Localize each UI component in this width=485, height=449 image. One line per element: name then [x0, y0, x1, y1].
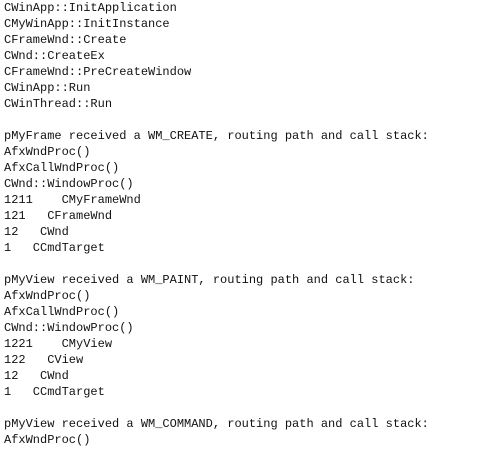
output-line: CWnd::CreateEx	[4, 49, 105, 63]
console-output: CWinApp::InitApplication CMyWinApp::Init…	[4, 0, 482, 448]
output-line: CMyWinApp::InitInstance	[4, 17, 170, 31]
output-line: CWnd::WindowProc()	[4, 177, 134, 191]
output-line: CWinApp::Run	[4, 81, 91, 95]
output-line: 122 CView	[4, 353, 84, 367]
output-line: 12 CWnd	[4, 225, 69, 239]
output-line: CFrameWnd::PreCreateWindow	[4, 65, 192, 79]
output-line: pMyView received a WM_PAINT, routing pat…	[4, 273, 415, 287]
output-block-wm-paint: pMyView received a WM_PAINT, routing pat…	[4, 272, 482, 400]
output-line: AfxWndProc()	[4, 289, 91, 303]
output-line: AfxCallWndProc()	[4, 305, 120, 319]
output-line: CWinApp::InitApplication	[4, 1, 177, 15]
output-line: 1 CCmdTarget	[4, 241, 105, 255]
output-line: pMyView received a WM_COMMAND, routing p…	[4, 417, 429, 431]
output-line: 121 CFrameWnd	[4, 209, 113, 223]
output-line: 12 CWnd	[4, 369, 69, 383]
output-line: 1221 CMyView	[4, 337, 113, 351]
output-block-wm-command: pMyView received a WM_COMMAND, routing p…	[4, 416, 482, 448]
output-line: AfxWndProc()	[4, 145, 91, 159]
output-line: CFrameWnd::Create	[4, 33, 127, 47]
output-line: AfxCallWndProc()	[4, 161, 120, 175]
output-line: CWinThread::Run	[4, 97, 113, 111]
output-line: 1211 CMyFrameWnd	[4, 193, 141, 207]
output-block-startup: CWinApp::InitApplication CMyWinApp::Init…	[4, 0, 482, 112]
output-line: 1 CCmdTarget	[4, 385, 105, 399]
output-line: AfxWndProc()	[4, 433, 91, 447]
output-line: pMyFrame received a WM_CREATE, routing p…	[4, 129, 429, 143]
output-line: CWnd::WindowProc()	[4, 321, 134, 335]
output-block-wm-create: pMyFrame received a WM_CREATE, routing p…	[4, 128, 482, 256]
